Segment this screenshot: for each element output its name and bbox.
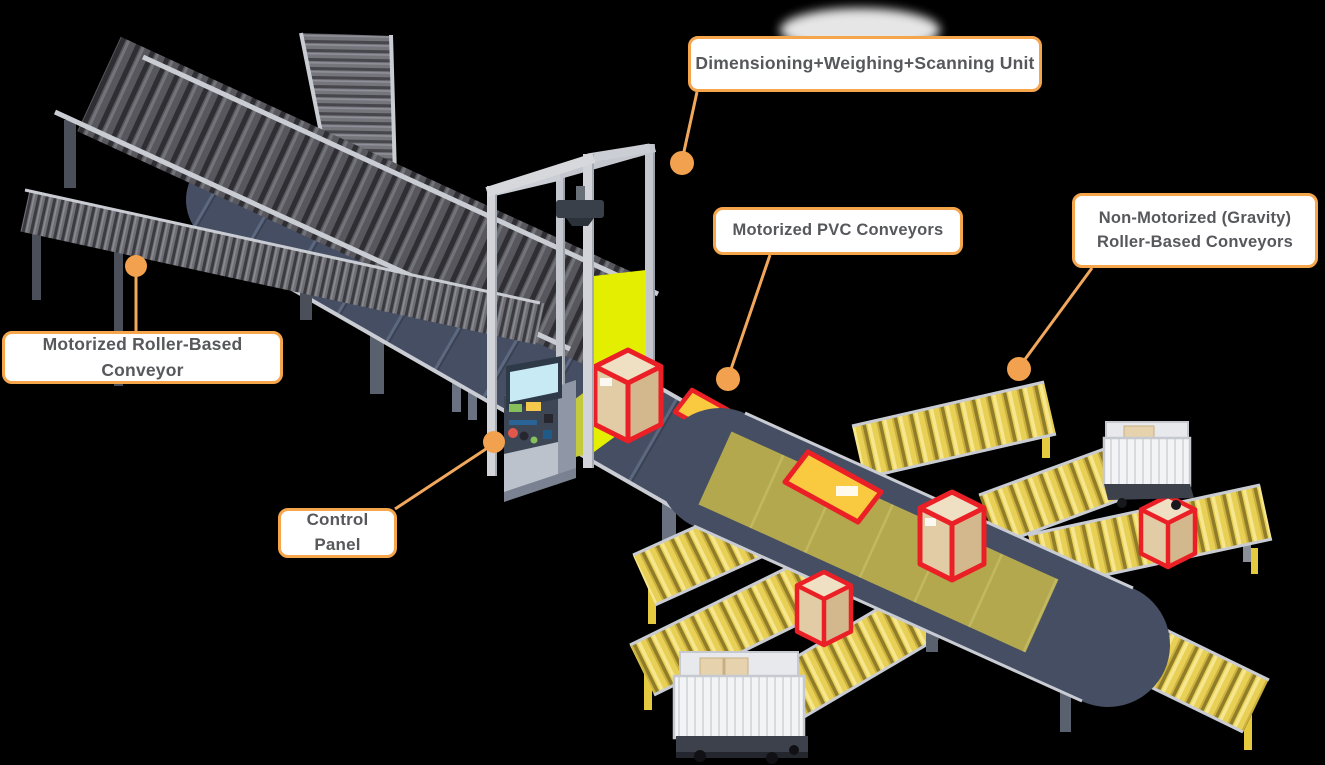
leader-dot-pvc xyxy=(716,367,740,391)
leader-line-gravity xyxy=(1021,267,1094,363)
callout-gravity-line2: Roller-Based Conveyors xyxy=(1096,232,1294,251)
callout-gravity-line1: Non-Motorized (Gravity) xyxy=(1098,208,1292,227)
callout-pvc-conveyors-label: Motorized PVC Conveyors xyxy=(732,221,944,240)
leader-dot-scanning xyxy=(670,151,694,175)
callout-motorized-roller-conveyor: Motorized Roller-Based Conveyor xyxy=(2,331,283,384)
callout-leaders xyxy=(125,91,1094,511)
scanner-head xyxy=(556,186,604,226)
leader-dot-motorized-roller xyxy=(125,255,147,277)
callout-scanning-unit-label: Dimensioning+Weighing+Scanning Unit xyxy=(695,53,1035,74)
gravity-branch-upper-1 xyxy=(851,380,1057,480)
leader-dot-gravity xyxy=(1007,357,1031,381)
panel-screen xyxy=(510,363,558,402)
callout-motorized-roller-label: Motorized Roller-Based Conveyor xyxy=(42,334,243,380)
leader-line-scanning xyxy=(681,91,699,157)
package-box-scanned xyxy=(592,347,664,444)
scanner-gantry xyxy=(485,143,664,476)
callout-control-panel: Control Panel xyxy=(278,508,397,558)
callout-pvc-conveyors: Motorized PVC Conveyors xyxy=(713,207,963,255)
package-box-sorted-spine xyxy=(917,489,987,583)
cart-bottom xyxy=(672,651,808,764)
control-panel-unit xyxy=(504,356,576,502)
leader-dot-control-panel xyxy=(483,431,505,453)
gravity-roller-strip xyxy=(20,188,545,386)
leader-line-pvc xyxy=(728,254,772,373)
package-box-sorted-left xyxy=(794,569,854,648)
package-envelope-sorted xyxy=(782,449,884,525)
leader-line-control-panel xyxy=(394,445,490,511)
callout-gravity-conveyors: Non-Motorized (Gravity) Roller-Based Con… xyxy=(1072,193,1318,268)
package-box-sorted-right xyxy=(1138,493,1198,570)
sorting-spine-conveyor xyxy=(658,408,1170,732)
cart-top xyxy=(1102,421,1194,510)
callout-control-panel-label: Control Panel xyxy=(306,510,369,554)
callout-scanning-unit: Dimensioning+Weighing+Scanning Unit xyxy=(688,36,1042,92)
red-scan-outline xyxy=(592,347,664,444)
